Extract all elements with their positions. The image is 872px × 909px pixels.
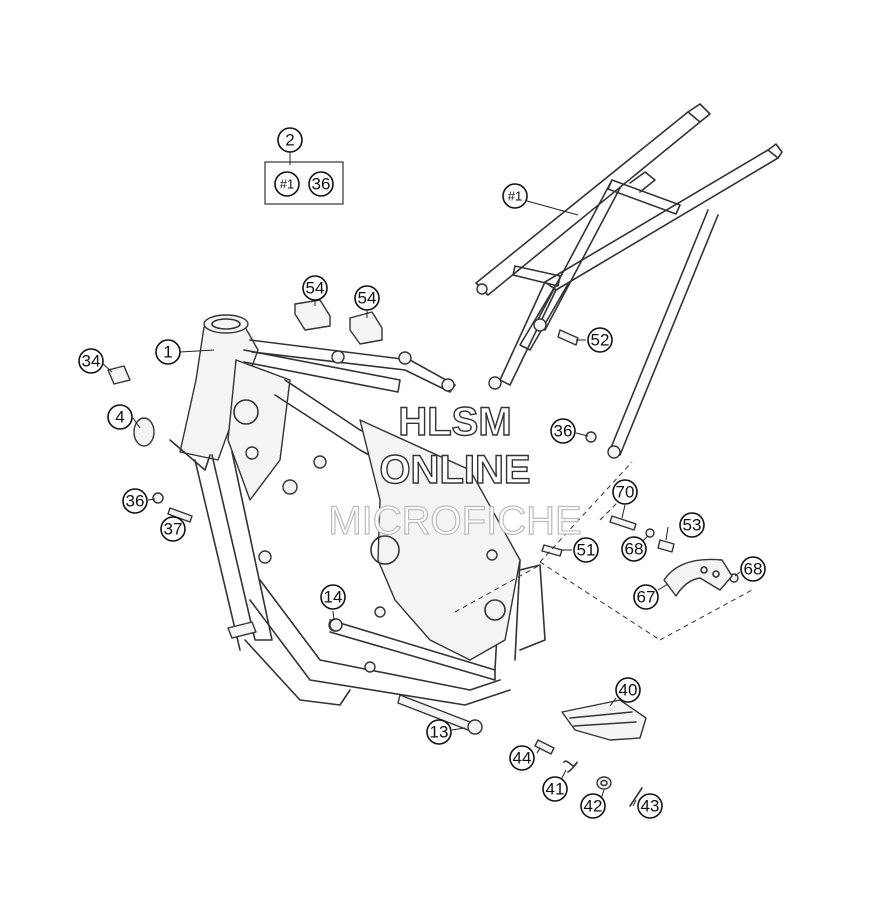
watermark-line-3: MICROFICHE (328, 499, 581, 543)
callout-37[interactable]: 37 (160, 516, 186, 542)
callout-36-kit[interactable]: 36 (308, 171, 334, 197)
callout-label: 36 (554, 422, 573, 441)
callout-68-right[interactable]: 68 (740, 556, 766, 582)
small-parts (107, 299, 739, 807)
callout-subframe-ref-kit[interactable]: #1 (274, 171, 300, 197)
callout-2[interactable]: 2 (277, 127, 303, 153)
callout-label: 68 (744, 560, 763, 579)
callout-label: 51 (577, 541, 596, 560)
callout-label: 2 (285, 131, 294, 150)
callout-68-upper[interactable]: 68 (621, 536, 647, 562)
callout-54-right[interactable]: 54 (354, 285, 380, 311)
callout-label: 36 (126, 492, 145, 511)
callout-label: #1 (280, 177, 294, 192)
callout-label: #1 (508, 189, 522, 204)
callout-34[interactable]: 34 (78, 348, 104, 374)
callout-70[interactable]: 70 (612, 479, 638, 505)
callout-41[interactable]: 41 (542, 776, 568, 802)
callout-36-subframe[interactable]: 36 (550, 418, 576, 444)
callout-4[interactable]: 4 (107, 404, 133, 430)
callout-label: 13 (430, 723, 449, 742)
callout-label: 34 (82, 352, 101, 371)
callout-label: 1 (163, 343, 172, 362)
callout-label: 44 (513, 749, 532, 768)
callout-43[interactable]: 43 (637, 793, 663, 819)
watermark: HLSM ONLINE MICROFICHE (328, 399, 583, 543)
callout-40[interactable]: 40 (615, 677, 641, 703)
subframe-drawing (475, 103, 783, 459)
callout-label: 37 (164, 520, 183, 539)
callout-label: 54 (306, 279, 325, 298)
callout-label: 14 (324, 588, 343, 607)
callout-53[interactable]: 53 (679, 512, 705, 538)
callout-label: 67 (637, 588, 656, 607)
callout-44[interactable]: 44 (509, 745, 535, 771)
watermark-line-1: HLSM (398, 400, 511, 444)
callout-54-left[interactable]: 54 (302, 275, 328, 301)
callout-1[interactable]: 1 (155, 339, 181, 365)
callout-52[interactable]: 52 (587, 327, 613, 353)
callout-51[interactable]: 51 (573, 537, 599, 563)
callout-label: 54 (358, 289, 377, 308)
callout-label: 41 (546, 780, 565, 799)
callout-13[interactable]: 13 (426, 719, 452, 745)
main-frame-drawing (169, 314, 546, 706)
callout-subframe-ref[interactable]: #1 (502, 183, 528, 209)
kit-box (264, 161, 344, 205)
callout-label: 36 (312, 175, 331, 194)
callout-67[interactable]: 67 (633, 584, 659, 610)
callout-14[interactable]: 14 (320, 584, 346, 610)
callout-label: 40 (619, 681, 638, 700)
callout-label: 4 (115, 408, 124, 427)
callout-label: 42 (584, 797, 603, 816)
callout-42[interactable]: 42 (580, 793, 606, 819)
watermark-line-2: ONLINE (379, 448, 530, 492)
callout-label: 43 (641, 797, 660, 816)
callout-label: 52 (591, 331, 610, 350)
footpeg-group-outline (454, 461, 753, 641)
callout-36-left[interactable]: 36 (122, 488, 148, 514)
callout-label: 68 (625, 540, 644, 559)
callout-label: 53 (683, 516, 702, 535)
callout-label: 70 (616, 483, 635, 502)
